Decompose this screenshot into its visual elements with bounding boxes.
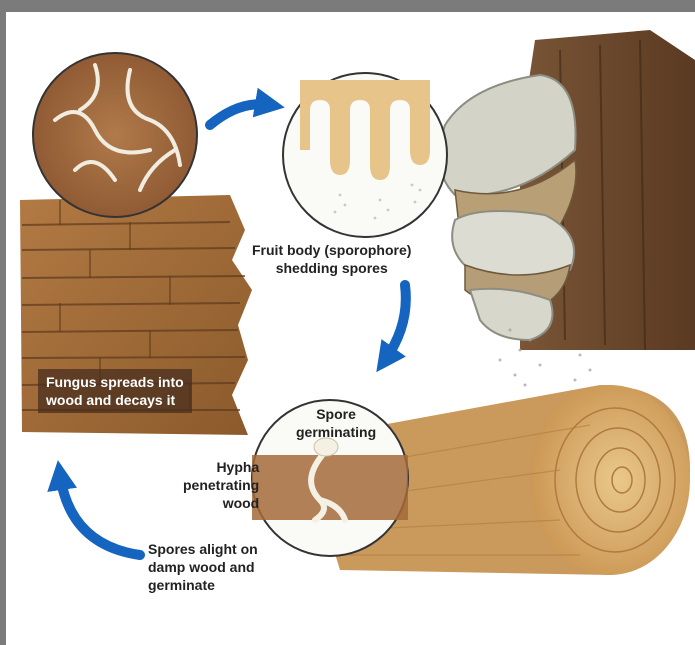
label-hypha: Hypha penetrating wood [183, 458, 259, 512]
fruit-body-circle [283, 73, 447, 237]
label-spores-alight: Spores alight on damp wood and germinate [148, 540, 258, 594]
label-spore-germinating: Spore germinating [296, 405, 376, 441]
arrow-to-fruit-body [210, 104, 270, 125]
mycelium-circle [33, 53, 197, 217]
arrow-to-spore [385, 285, 406, 360]
arrow-to-plank [60, 475, 140, 555]
label-fruit-body: Fruit body (sporophore) shedding spores [252, 241, 411, 277]
label-fungus-spreads: Fungus spreads into wood and decays it [38, 369, 192, 413]
